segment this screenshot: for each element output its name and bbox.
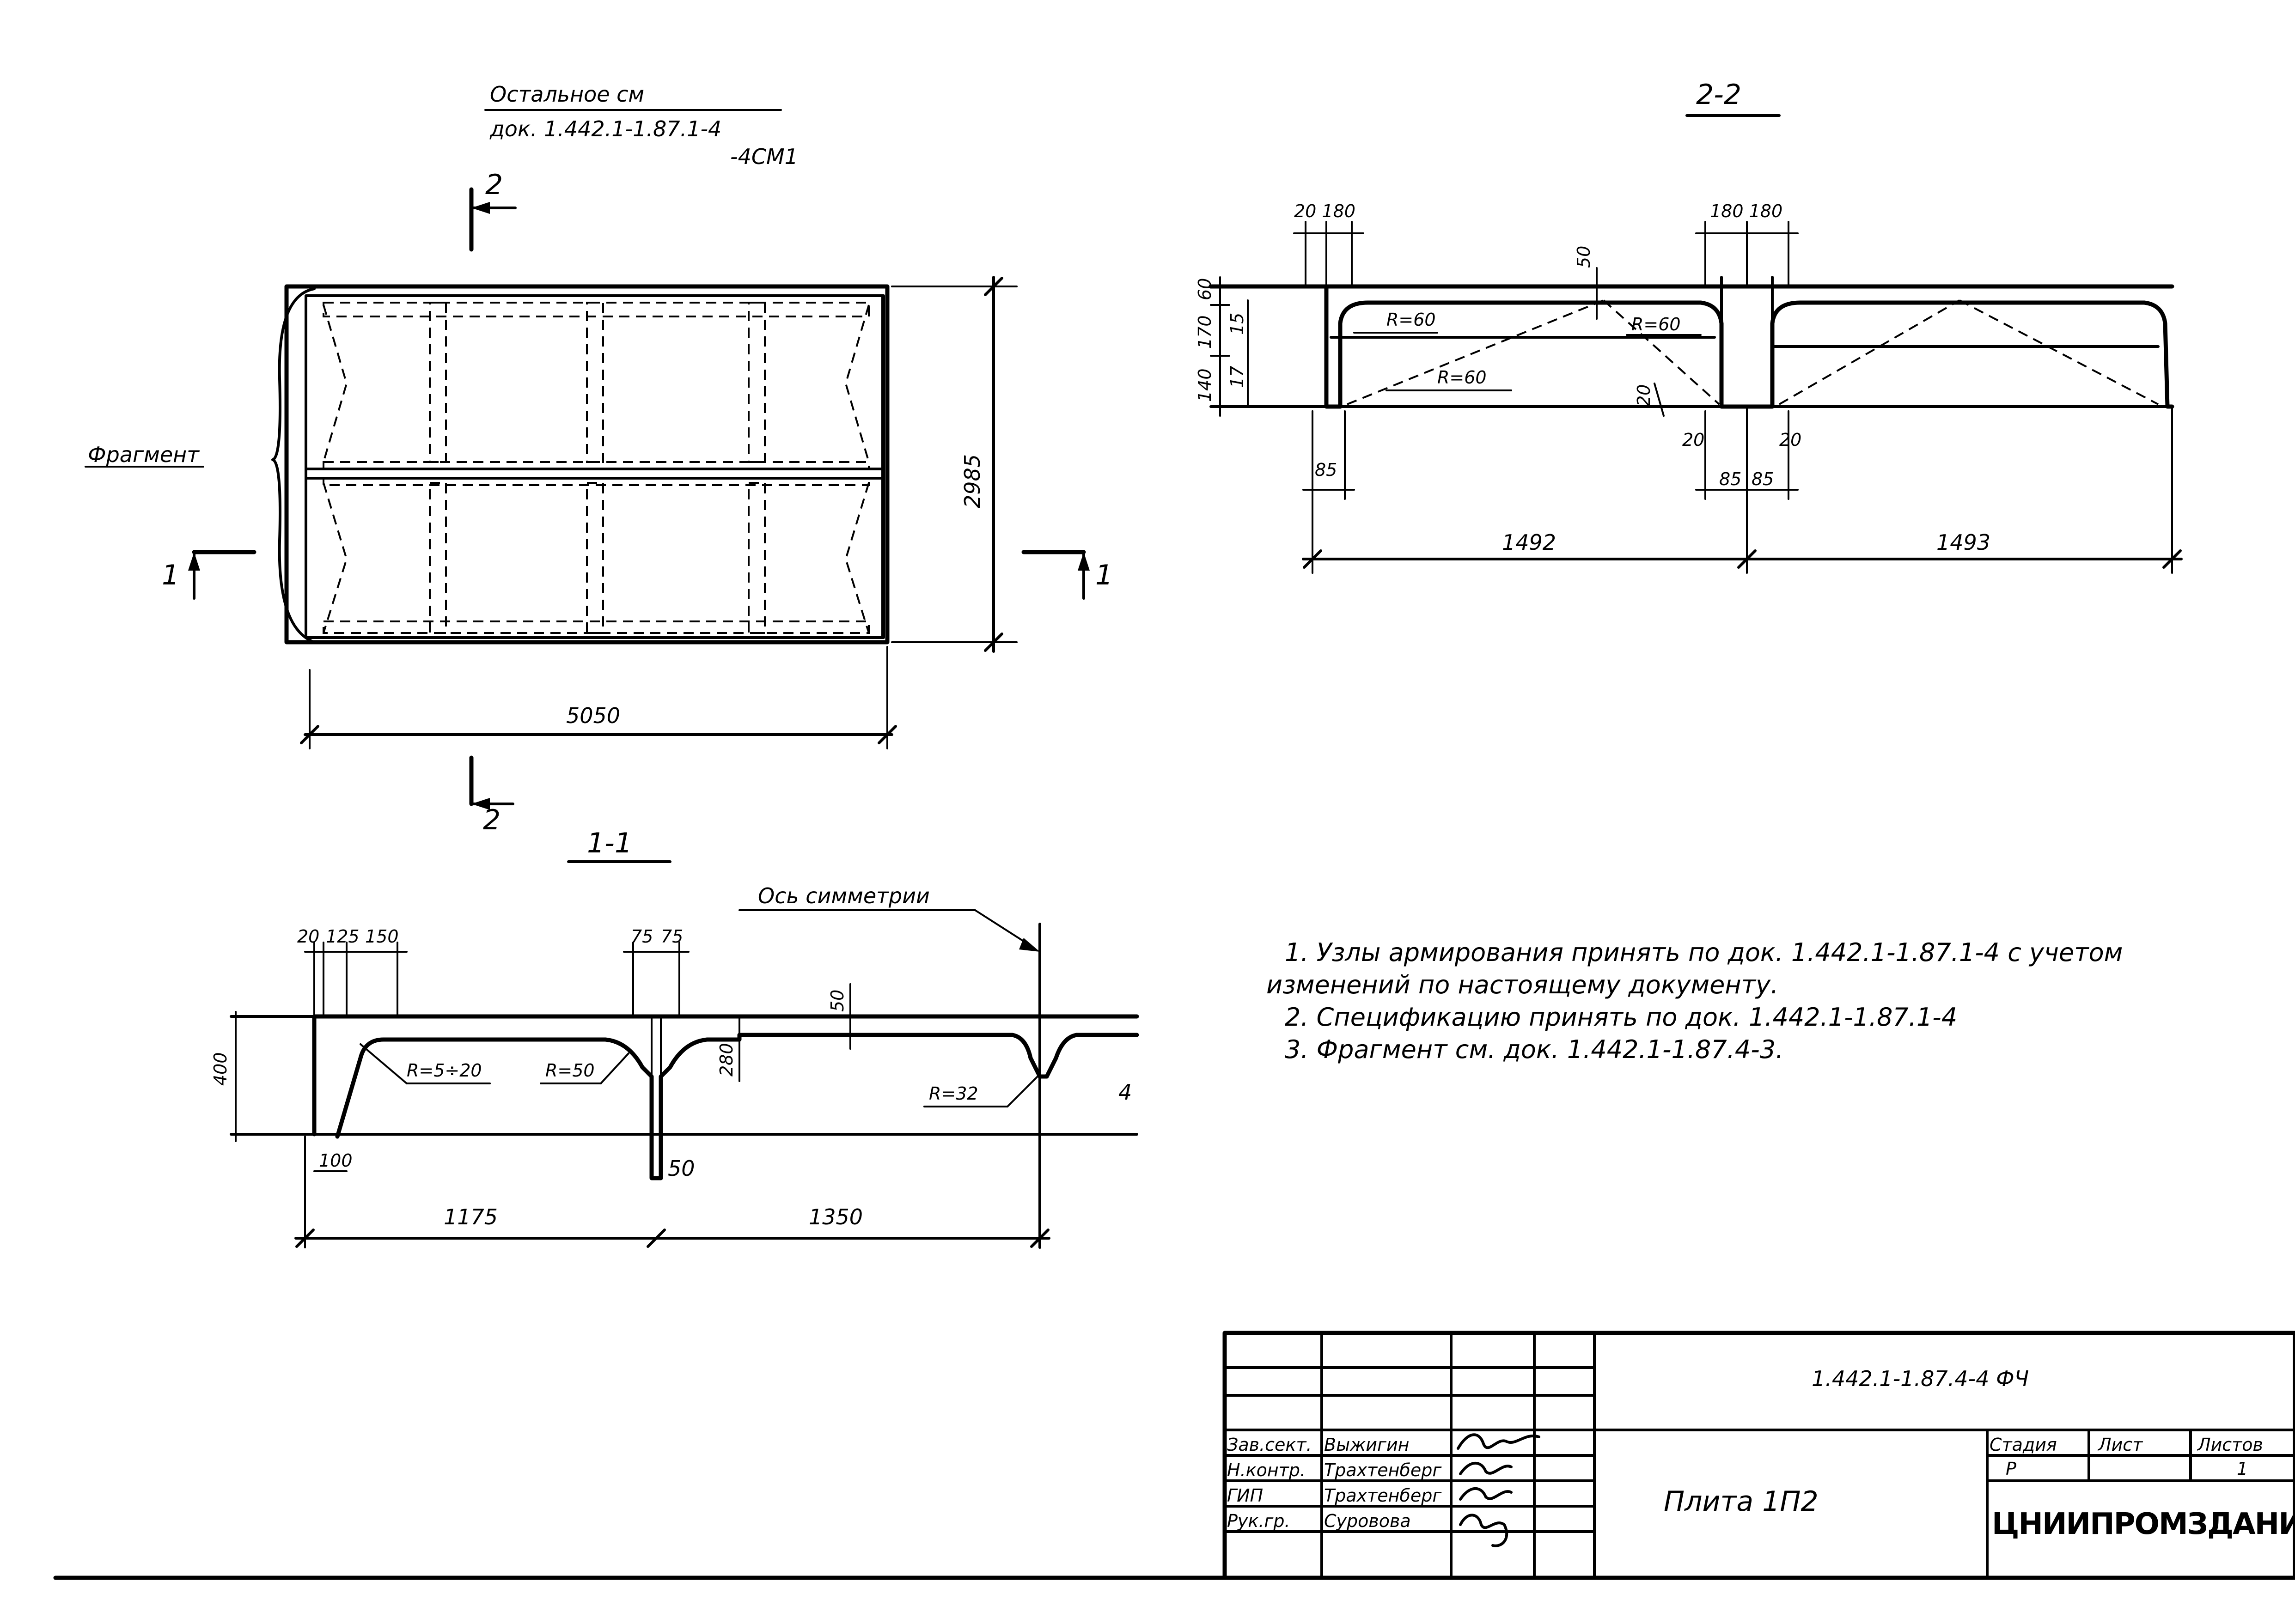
tb-col-stage: Стадия	[1990, 1435, 2057, 1455]
s22-r-mid: R=60	[1631, 314, 1681, 335]
s22-span-right: 1493	[1936, 530, 1990, 555]
plan-ref-title: Остальное см	[490, 82, 644, 107]
s22-dim-85-m1: 85	[1719, 469, 1741, 489]
s11-r2: R=50	[545, 1060, 595, 1081]
tb-name-4: Суровова	[1324, 1511, 1411, 1531]
s11-dim-125: 125	[326, 926, 360, 947]
notes: 1. Узлы армирования принять по док. 1.44…	[1266, 938, 2123, 1064]
plan-ref-doc: док. 1.442.1-1.87.1-4	[489, 116, 721, 141]
s22-dim-top-mid: 180 180	[1710, 201, 1782, 221]
s11-dim-100: 100	[319, 1150, 353, 1171]
title-block: 1.442.1-1.87.4-4 ФЧ Плита 1П2 Стадия Лис…	[53, 1331, 2295, 1580]
s11-axis-label: Ось симметрии	[758, 883, 930, 908]
s11-dim-rib: 280	[716, 1043, 737, 1077]
s22-r-left: R=60	[1386, 310, 1436, 330]
plan-ribs	[323, 302, 870, 634]
note-1-cont: изменений по настоящему документу.	[1266, 970, 1778, 999]
section-1-1-title: 1-1	[587, 827, 632, 859]
s22-dim-rib-top: 50	[1574, 246, 1594, 268]
s11-r1: R=5÷20	[407, 1060, 482, 1081]
s22-dim-20-r: 20	[1779, 430, 1801, 450]
s22-dim-20-v: 20	[1634, 384, 1654, 407]
tb-name-3: Трахтенберг	[1324, 1485, 1442, 1506]
s22-dim-top-left: 20 180	[1294, 201, 1355, 221]
section-mark-1-label-right: 1	[1095, 559, 1113, 591]
section-mark-2-bottom: 2	[469, 755, 514, 836]
section-2-2-title: 2-2	[1696, 79, 1741, 111]
tb-col-sheet: Лист	[2097, 1435, 2143, 1455]
s11-dim-20: 20	[297, 926, 319, 947]
tb-stage-value: Р	[2006, 1459, 2016, 1479]
plan-dim-width: 2985	[960, 454, 985, 508]
s22-dim-h17: 17	[1227, 366, 1247, 388]
note-3: 3. Фрагмент см. док. 1.442.1-1.87.4-3.	[1285, 1035, 1783, 1064]
s11-span-left: 1175	[444, 1204, 498, 1229]
tb-role-3: ГИП	[1227, 1485, 1263, 1506]
fragment-label: Фрагмент	[88, 442, 200, 467]
s22-r-low: R=60	[1437, 367, 1487, 388]
plan-dim-length: 5050	[566, 703, 620, 728]
section-mark-1-right: 1	[1021, 550, 1113, 600]
s11-dim-50: 50	[668, 1156, 695, 1181]
s11-dim-height: 400	[210, 1052, 231, 1086]
s11-dim-75b: 75	[661, 926, 683, 947]
signatures	[1457, 1433, 1540, 1547]
tb-name-2: Трахтенберг	[1324, 1460, 1442, 1480]
s11-dim-75a: 75	[631, 926, 653, 947]
s22-dim-85-m2: 85	[1752, 469, 1774, 489]
s11-dim-flange: 50	[827, 990, 848, 1012]
tb-product-name: Плита 1П2	[1664, 1485, 1819, 1518]
tb-organization: ЦНИИПРОМЗДАНИЙ	[1992, 1506, 2295, 1541]
tb-role-2: Н.контр.	[1227, 1460, 1306, 1480]
tb-name-1: Выжигин	[1324, 1435, 1410, 1455]
tb-role-1: Зав.сект.	[1227, 1435, 1312, 1455]
tb-doc-code: 1.442.1-1.87.4-4 ФЧ	[1812, 1366, 2029, 1391]
section-mark-2-top: 2	[469, 169, 517, 252]
section-mark-2-label-bottom: 2	[483, 804, 501, 836]
s11-span-right: 1350	[809, 1204, 863, 1229]
s22-dim-h170: 170	[1195, 315, 1215, 349]
tb-sheets-value: 1	[2237, 1459, 2248, 1479]
section-mark-1-label-left: 1	[162, 559, 179, 591]
plan-ref-sheet: -4СМ1	[730, 144, 798, 169]
section-mark-2-label-top: 2	[485, 169, 503, 201]
note-2: 2. Спецификацию принять по док. 1.442.1-…	[1285, 1003, 1957, 1032]
section-2-2: 2-2 20 180 180 180 60 170 1	[1195, 79, 2183, 574]
s22-span-left: 1492	[1502, 530, 1556, 555]
s11-r3: R=32	[929, 1083, 978, 1104]
plan-view: Остальное см док. 1.442.1-1.87.1-4 -4СМ1	[85, 82, 1113, 836]
note-1: 1. Узлы армирования принять по док. 1.44…	[1285, 938, 2123, 967]
s11-edge-mark: 4	[1118, 1080, 1132, 1105]
s22-dim-h15: 15	[1227, 313, 1247, 335]
section-1-1: 1-1 Ось симметрии 20 125 150 75 75 400 2…	[210, 827, 1139, 1249]
s22-dim-h60: 60	[1195, 278, 1215, 300]
s22-dim-20-l: 20	[1682, 430, 1704, 450]
s22-dim-85-l: 85	[1315, 460, 1337, 480]
tb-role-4: Рук.гр.	[1227, 1511, 1290, 1531]
section-mark-1-left: 1	[162, 550, 256, 600]
s11-dim-150: 150	[365, 926, 399, 947]
s22-dim-h140: 140	[1195, 368, 1215, 402]
tb-col-sheets: Листов	[2197, 1435, 2263, 1455]
